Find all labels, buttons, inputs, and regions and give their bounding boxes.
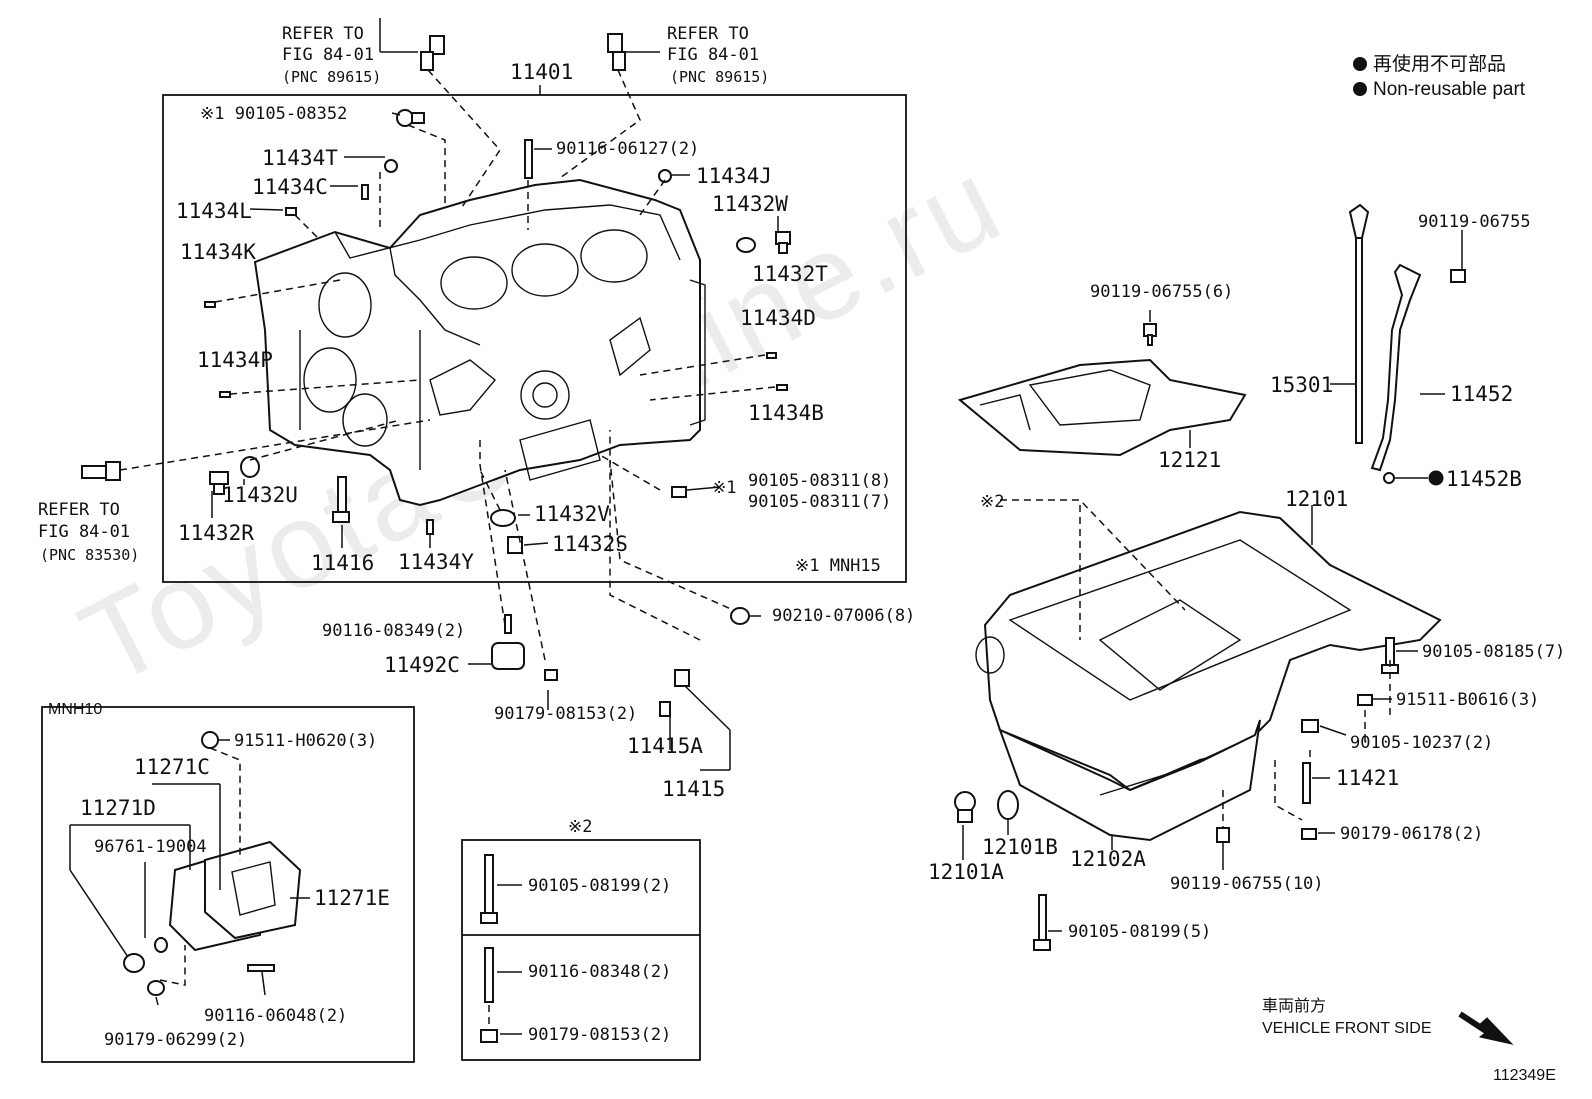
refer-b-line2: FIG 84-01 xyxy=(667,45,760,65)
part-11434D[interactable]: 11434D xyxy=(740,306,816,330)
part-15301[interactable]: 15301 xyxy=(1270,373,1334,397)
part-11434P[interactable]: 11434P xyxy=(197,348,273,372)
part-11432R[interactable]: 11432R xyxy=(178,521,254,545)
part-12102A[interactable]: 12102A xyxy=(1070,847,1146,871)
part-90116-08349[interactable]: 90116-08349(2) xyxy=(322,621,466,641)
refer-b-line1: REFER TO xyxy=(667,24,749,44)
part-90179-08153[interactable]: 90179-08153(2) xyxy=(494,704,638,724)
part-90179-06299[interactable]: 90179-06299(2) xyxy=(104,1030,248,1050)
refer-b-line3: (PNC 89615) xyxy=(670,68,770,86)
part-90116-06048[interactable]: 90116-06048(2) xyxy=(204,1006,348,1026)
oil-pan-parts xyxy=(954,499,1442,951)
part-90105-08185[interactable]: 90105-08185(7) xyxy=(1422,642,1566,662)
part-11415[interactable]: 11415 xyxy=(662,777,726,801)
legend-jp: 再使用不可部品 xyxy=(1353,55,1506,75)
front-side-jp: 車両前方 xyxy=(1262,998,1327,1015)
part-90119-06755[interactable]: 90119-06755 xyxy=(1418,212,1531,232)
part-11434C[interactable]: 11434C xyxy=(252,175,328,199)
mnh10-parts xyxy=(69,731,310,1006)
part-11432V[interactable]: 11432V xyxy=(534,502,610,526)
cylinder-block xyxy=(253,178,706,507)
front-arrow xyxy=(1458,1011,1514,1045)
non-reusable-dot-icon xyxy=(1353,57,1367,71)
part-11434B[interactable]: 11434B xyxy=(748,401,824,425)
part-90116-06127[interactable]: 90116-06127(2) xyxy=(556,139,700,159)
mnh10-title: MNH10 xyxy=(48,701,103,718)
part-90116-08348[interactable]: 90116-08348(2) xyxy=(528,962,672,982)
refer-c-line3: (PNC 83530) xyxy=(40,546,140,564)
part-90105-10237[interactable]: 90105-10237(2) xyxy=(1350,733,1494,753)
part-11421[interactable]: 11421 xyxy=(1336,766,1400,790)
part-90105-08311-7[interactable]: 90105-08311(7) xyxy=(748,492,892,512)
part-11452B[interactable]: 11452B xyxy=(1446,467,1522,491)
part-11401[interactable]: 11401 xyxy=(510,60,574,84)
part-90105-08199-5[interactable]: 90105-08199(5) xyxy=(1068,922,1212,942)
mid-parts xyxy=(468,607,761,771)
non-reusable-dot-icon xyxy=(1353,82,1367,96)
note2-mark: ※2 xyxy=(980,492,1005,512)
legend-en: Non-reusable part xyxy=(1353,80,1525,100)
part-11271E[interactable]: 11271E xyxy=(314,886,390,910)
part-11434T[interactable]: 11434T xyxy=(262,146,338,170)
part-11271C[interactable]: 11271C xyxy=(134,755,210,779)
part-12101[interactable]: 12101 xyxy=(1285,487,1349,511)
part-11432S[interactable]: 11432S xyxy=(552,532,628,556)
refer-a-line2: FIG 84-01 xyxy=(282,45,375,65)
part-11434Y[interactable]: 11434Y xyxy=(398,550,474,574)
part-90119-06755-10[interactable]: 90119-06755(10) xyxy=(1170,874,1324,894)
part-11434L[interactable]: 11434L xyxy=(176,199,252,223)
note2-parts xyxy=(480,854,522,1043)
part-11432T[interactable]: 11432T xyxy=(752,262,828,286)
front-side-en: VEHICLE FRONT SIDE xyxy=(1262,1020,1432,1037)
part-11492C[interactable]: 11492C xyxy=(384,653,460,677)
part-90105-08199-2[interactable]: 90105-08199(2) xyxy=(528,876,672,896)
right-upper-parts xyxy=(957,203,1466,486)
refer-c-line1: REFER TO xyxy=(38,500,120,520)
part-90105-08352[interactable]: ※1 90105-08352 xyxy=(200,104,348,124)
part-12101B[interactable]: 12101B xyxy=(982,835,1058,859)
part-11452[interactable]: 11452 xyxy=(1450,382,1514,406)
note2-frame xyxy=(461,839,701,1061)
refer-a-line3: (PNC 89615) xyxy=(282,68,382,86)
part-12101A[interactable]: 12101A xyxy=(928,860,1004,884)
part-11416[interactable]: 11416 xyxy=(311,551,375,575)
part-11434K[interactable]: 11434K xyxy=(180,240,256,264)
note1-mark: ※1 xyxy=(712,478,737,498)
note1-mnh15: ※1 MNH15 xyxy=(795,556,881,576)
part-11415A[interactable]: 11415A xyxy=(627,734,703,758)
block-leaders xyxy=(119,18,779,661)
part-90119-06755-6[interactable]: 90119-06755(6) xyxy=(1090,282,1234,302)
part-11434J[interactable]: 11434J xyxy=(696,164,772,188)
part-90210-07006[interactable]: 90210-07006(8) xyxy=(772,606,916,626)
block-small-parts xyxy=(81,33,791,554)
part-90179-06178[interactable]: 90179-06178(2) xyxy=(1340,824,1484,844)
part-12121[interactable]: 12121 xyxy=(1158,448,1222,472)
part-91511-B0616[interactable]: 91511-B0616(3) xyxy=(1396,690,1540,710)
part-11271D[interactable]: 11271D xyxy=(80,796,156,820)
part-90179-08153-box[interactable]: 90179-08153(2) xyxy=(528,1025,672,1045)
refer-c-line2: FIG 84-01 xyxy=(38,522,131,542)
note2-title: ※2 xyxy=(568,817,593,837)
part-91511-H0620[interactable]: 91511-H0620(3) xyxy=(234,731,378,751)
figure-id: 112349E xyxy=(1493,1067,1556,1084)
mnh10-frame xyxy=(41,706,415,1063)
part-90105-08311-8[interactable]: 90105-08311(8) xyxy=(748,471,892,491)
refer-a-line1: REFER TO xyxy=(282,24,364,44)
part-11432W[interactable]: 11432W xyxy=(712,192,788,216)
part-11432U[interactable]: 11432U xyxy=(222,483,298,507)
cylinder-block-frame xyxy=(162,94,907,583)
part-96761-19004[interactable]: 96761-19004 xyxy=(94,837,207,857)
